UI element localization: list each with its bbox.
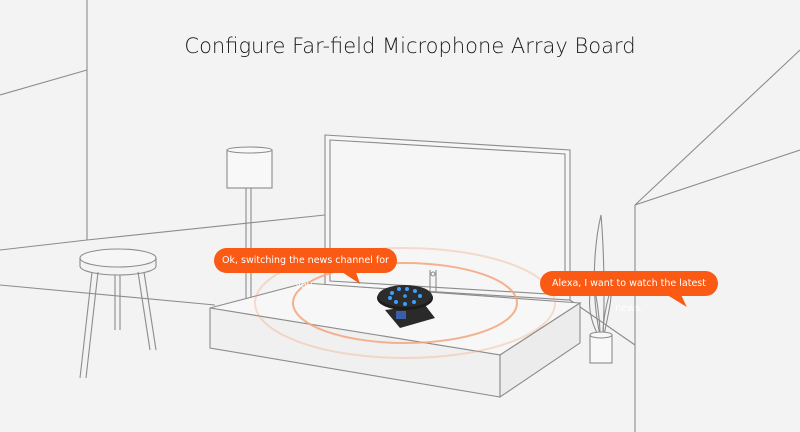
floor-lamp: [226, 146, 273, 300]
device-reply-text: Ok, switching the news channel for you.: [222, 255, 389, 291]
sound-waves: [254, 247, 556, 359]
microphone-array-board: [377, 285, 435, 328]
right-wall: [569, 49, 800, 432]
speech-bubble-device-reply: Ok, switching the news channel for you.: [214, 248, 397, 291]
speech-bubble-user-request: Alexa, I want to watch the latest news.: [540, 271, 718, 314]
user-request-text: Alexa, I want to watch the latest news.: [552, 278, 706, 314]
stool: [79, 248, 157, 379]
left-wall: [0, 0, 326, 306]
page-title: Configure Far-field Microphone Array Boa…: [184, 34, 636, 58]
